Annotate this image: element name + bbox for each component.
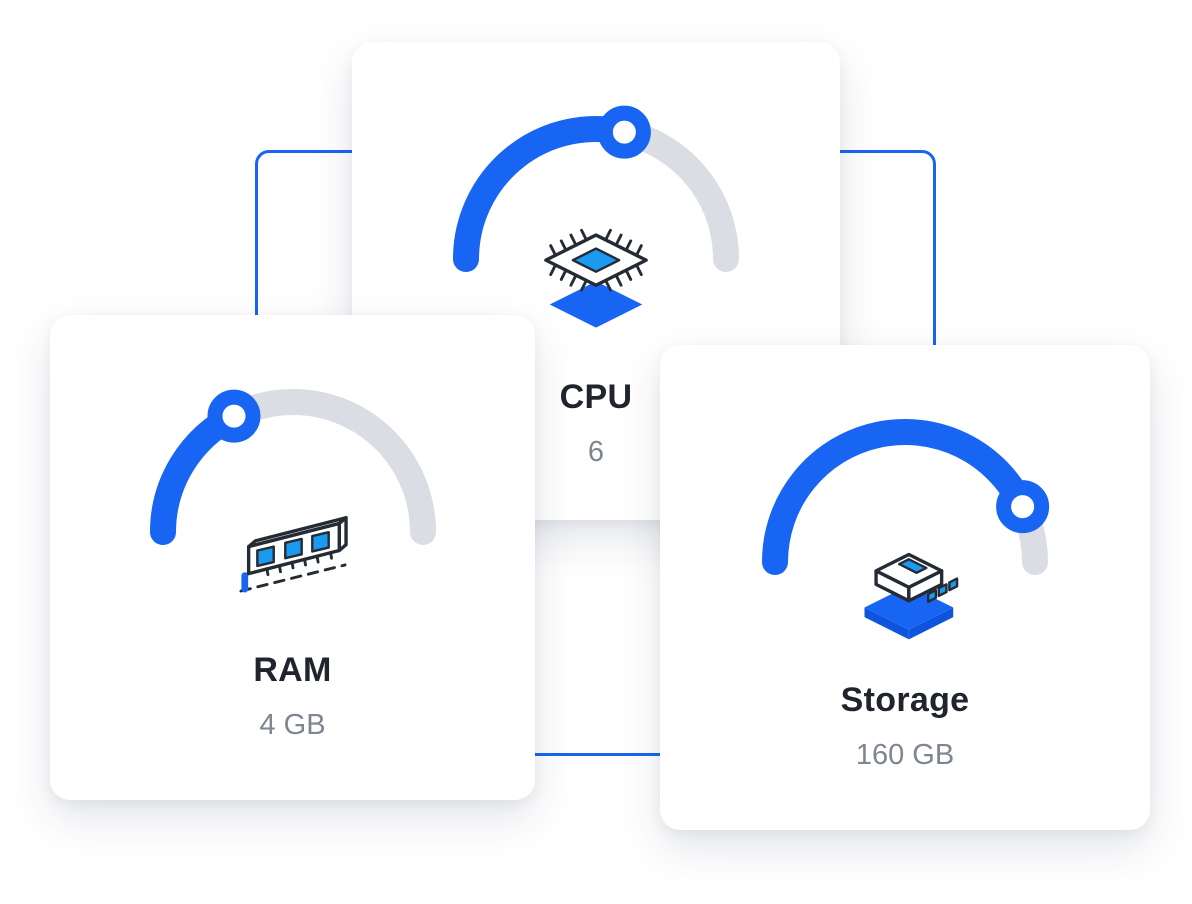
cpu-gauge-progress <box>453 116 638 272</box>
ram-module-icon <box>210 483 375 618</box>
storage-card: Storage 160 GB <box>660 345 1150 830</box>
cpu-value: 6 <box>587 436 605 468</box>
cpu-chip-icon <box>514 210 679 345</box>
storage-label: Storage <box>840 681 970 719</box>
cpu-gauge[interactable] <box>426 94 766 294</box>
storage-value: 160 GB <box>855 739 955 771</box>
ram-label: RAM <box>253 651 332 689</box>
storage-gauge-progress <box>762 419 1036 575</box>
ram-gauge-handle[interactable] <box>206 389 260 443</box>
storage-gauge[interactable] <box>735 397 1075 597</box>
ram-card: RAM 4 GB <box>50 315 535 800</box>
ram-gauge[interactable] <box>123 367 463 567</box>
ram-value: 4 GB <box>259 709 326 741</box>
cpu-gauge-handle[interactable] <box>597 105 651 159</box>
storage-drive-icon <box>823 513 988 648</box>
storage-gauge-handle[interactable] <box>996 480 1050 534</box>
cpu-label: CPU <box>559 378 633 416</box>
